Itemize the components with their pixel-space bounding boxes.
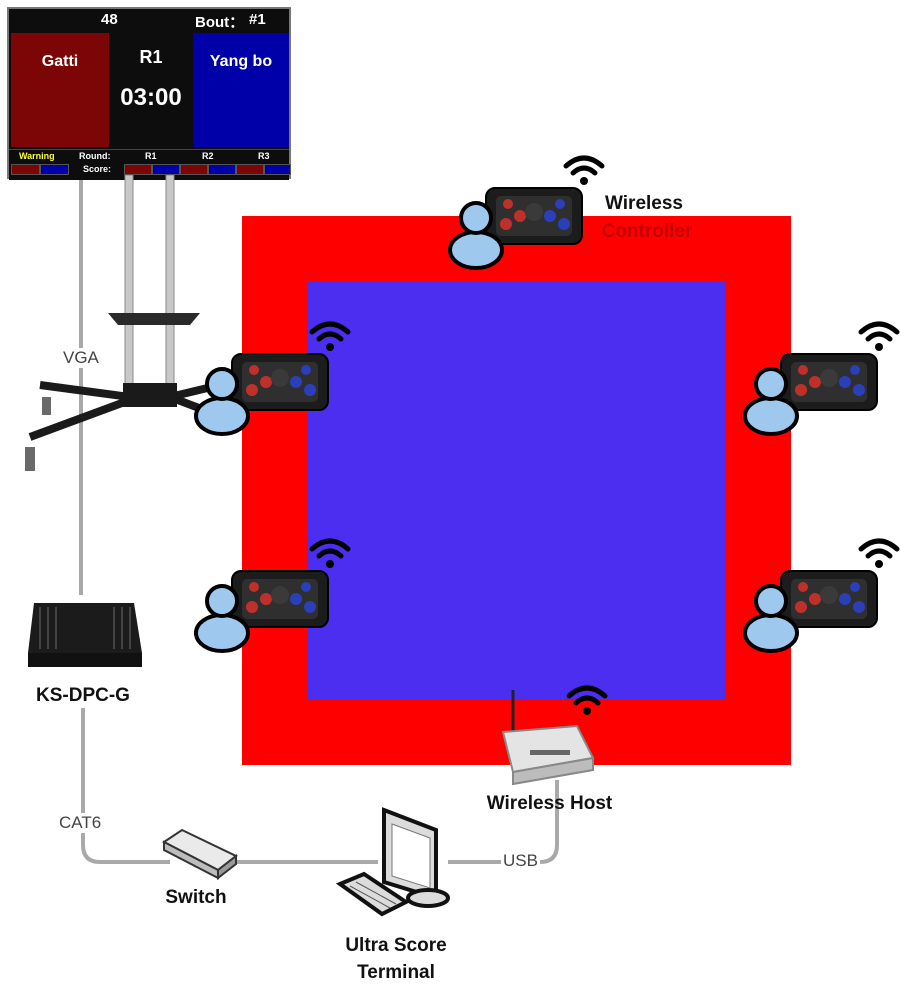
match-timer: 03:00 bbox=[120, 84, 182, 111]
blue-fighter-name: Yang bo bbox=[209, 53, 273, 70]
score-r1-blue bbox=[152, 164, 180, 175]
score-r3-red bbox=[236, 164, 264, 175]
round-header-1: R1 bbox=[145, 151, 157, 161]
wireless-host-icon bbox=[501, 680, 615, 786]
vga-label: VGA bbox=[61, 348, 101, 368]
usb-cable bbox=[448, 780, 559, 864]
round-label: Round: bbox=[79, 151, 111, 161]
score-r2-blue bbox=[208, 164, 236, 175]
red-corner-panel: Gatti bbox=[11, 33, 109, 147]
red-fighter-name: Gatti bbox=[41, 53, 79, 70]
judge-controller-right-lower bbox=[737, 535, 901, 660]
round-header-2: R2 bbox=[202, 151, 214, 161]
bout-number: #1 bbox=[249, 11, 266, 28]
warning-blue-cell bbox=[40, 164, 69, 175]
score-label: Score: bbox=[83, 164, 112, 174]
scoreboard-display: 48 Bout： #1 Gatti R1 03:00 Yang bo Warni… bbox=[7, 7, 291, 180]
current-round: R1 bbox=[139, 47, 163, 67]
mat-competition-area bbox=[307, 281, 725, 699]
scoreboard-header: 48 Bout： #1 bbox=[9, 9, 289, 31]
judge-controller-right-upper bbox=[737, 318, 901, 443]
terminal-label-line1: Ultra Score bbox=[345, 935, 447, 956]
cat6-cable bbox=[81, 708, 170, 864]
network-switch-icon bbox=[162, 828, 238, 881]
usb-label: USB bbox=[501, 851, 540, 871]
cat6-label: CAT6 bbox=[57, 813, 104, 833]
judge-controller-left-upper bbox=[188, 318, 358, 443]
scoreboard-footer: Warning Round: Score: R1 R2 R3 bbox=[9, 149, 291, 180]
score-r3-blue bbox=[264, 164, 291, 175]
terminal-label-line2: Terminal bbox=[357, 962, 435, 983]
round-header-3: R3 bbox=[258, 151, 270, 161]
warning-red-cell bbox=[11, 164, 40, 175]
mini-pc-icon bbox=[28, 603, 142, 667]
bout-label: Bout： bbox=[195, 14, 245, 31]
warning-label: Warning bbox=[19, 151, 55, 161]
terminal-computer-icon bbox=[336, 807, 450, 917]
switch-label: Switch bbox=[165, 887, 227, 908]
wireless-controller-label-line2: Controller bbox=[601, 221, 693, 242]
score-r2-red bbox=[180, 164, 208, 175]
judge-controller-top bbox=[442, 152, 612, 277]
scoreboard-top-number: 48 bbox=[101, 11, 118, 28]
computer-label: KS-DPC-G bbox=[36, 685, 130, 706]
wireless-controller-label-line1: Wireless bbox=[605, 193, 683, 214]
judge-controller-left-lower bbox=[188, 535, 358, 660]
wireless-host-label: Wireless Host bbox=[486, 793, 613, 814]
score-r1-red bbox=[124, 164, 152, 175]
blue-corner-panel: Yang bo bbox=[193, 33, 289, 147]
